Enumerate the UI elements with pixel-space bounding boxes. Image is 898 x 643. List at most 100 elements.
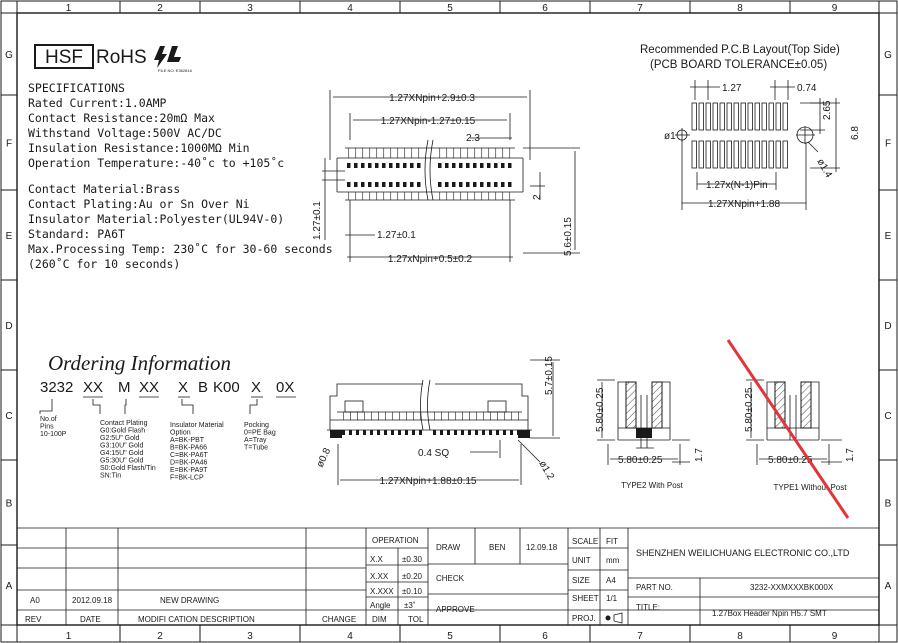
svg-text:2.65: 2.65 bbox=[822, 100, 833, 120]
ordering-leaders bbox=[39, 399, 258, 414]
specs-title: SPECIFICATIONS bbox=[28, 81, 125, 95]
row-label-left: C bbox=[5, 411, 12, 422]
column-label-bottom: 6 bbox=[542, 631, 548, 642]
order-option-text: G2:5U" Gold bbox=[100, 435, 140, 442]
order-option-text: No.of bbox=[40, 416, 57, 423]
order-code-part: X bbox=[178, 379, 188, 396]
compliance-logos: HSF RoHS FILE NO. E362816 bbox=[34, 44, 193, 73]
row-label-right: A bbox=[885, 581, 892, 592]
svg-text:REV: REV bbox=[25, 615, 42, 624]
column-label-bottom: 5 bbox=[447, 631, 453, 642]
svg-text:UNIT: UNIT bbox=[572, 556, 591, 565]
title-block: OPERATION X.X ±0.30 X.XX ±0.20 X.XXX ±0.… bbox=[17, 527, 879, 625]
svg-text:1.27xNpin+0.5±0.2: 1.27xNpin+0.5±0.2 bbox=[388, 254, 473, 265]
svg-text:1.27XNpin-1.27±0.15: 1.27XNpin-1.27±0.15 bbox=[381, 116, 476, 127]
order-option-text: 10-100P bbox=[40, 431, 67, 438]
material-line: Standard: PA6T bbox=[28, 227, 125, 241]
svg-text:1.27XNpin+2.9±0.3: 1.27XNpin+2.9±0.3 bbox=[389, 93, 475, 104]
svg-text:X.XX: X.XX bbox=[370, 572, 389, 581]
order-option-text: E=BK-PA9T bbox=[170, 467, 208, 474]
column-label-bottom: 9 bbox=[832, 631, 838, 642]
row-label-left: E bbox=[6, 231, 13, 242]
order-option-text: D=BK-PA46 bbox=[170, 460, 208, 467]
order-option-text: T=Tube bbox=[244, 445, 268, 452]
row-label-right: G bbox=[884, 50, 892, 61]
svg-text:SHEET: SHEET bbox=[572, 594, 599, 603]
order-option-text: G3:10U" Gold bbox=[100, 443, 143, 450]
svg-text:1.27±0.1: 1.27±0.1 bbox=[312, 201, 323, 240]
order-option-text: B=BK-PA66 bbox=[170, 445, 207, 452]
svg-text:2: 2 bbox=[532, 194, 543, 200]
svg-text:mm: mm bbox=[606, 556, 620, 565]
type2-label: TYPE2 With Post bbox=[621, 481, 684, 490]
column-label-bottom: 8 bbox=[737, 631, 743, 642]
svg-text:1.27x(N-1)Pin: 1.27x(N-1)Pin bbox=[706, 180, 768, 191]
svg-text:TITLE:: TITLE: bbox=[636, 603, 660, 612]
column-label-top: 1 bbox=[66, 3, 72, 14]
svg-text:DIM: DIM bbox=[372, 615, 387, 624]
column-label-top: 8 bbox=[737, 3, 743, 14]
order-option-text: A=BK-PBT bbox=[170, 437, 205, 444]
svg-text:5.80±0.25: 5.80±0.25 bbox=[768, 455, 813, 466]
column-label-top: 5 bbox=[447, 3, 453, 14]
row-label-right: D bbox=[884, 321, 891, 332]
svg-text:1.7: 1.7 bbox=[845, 448, 856, 462]
svg-text:±0.30: ±0.30 bbox=[402, 555, 423, 564]
order-code-part: 3232 bbox=[40, 379, 73, 396]
svg-text:MODIFI CATION DESCRIPTION: MODIFI CATION DESCRIPTION bbox=[138, 615, 255, 624]
pcb-title: Recommended P.C.B Layout(Top Side) bbox=[640, 44, 840, 56]
svg-text:OPERATION: OPERATION bbox=[372, 536, 419, 545]
svg-text:SCALE: SCALE bbox=[572, 537, 598, 546]
ul-logo: FILE NO. E362816 bbox=[154, 46, 193, 73]
svg-text:SIZE: SIZE bbox=[572, 576, 590, 585]
rohs-logo: RoHS bbox=[96, 47, 147, 68]
company-name: SHENZHEN WEILICHUANG ELECTRONIC CO.,LTD bbox=[636, 548, 850, 558]
hsf-logo: HSF bbox=[45, 47, 83, 68]
order-code-part: M bbox=[118, 379, 131, 396]
svg-text:NEW DRAWING: NEW DRAWING bbox=[160, 596, 219, 605]
side-view-type1: 5.80±0.25 5.80±0.25 1.7 TYPE1 Without Po… bbox=[726, 339, 856, 519]
order-code-part: 0X bbox=[276, 379, 294, 396]
column-label-top: 6 bbox=[542, 3, 548, 14]
row-label-left: G bbox=[5, 50, 13, 61]
svg-text:±3˚: ±3˚ bbox=[404, 601, 416, 610]
row-label-right: F bbox=[885, 139, 891, 150]
svg-text:PROJ.: PROJ. bbox=[572, 614, 596, 623]
row-label-right: E bbox=[885, 231, 892, 242]
order-option-text: S0:Gold Flash/Tin bbox=[100, 465, 156, 472]
order-option-text: Pocking bbox=[244, 422, 269, 429]
side-view-type2: 5.80±0.25 5.80±0.25 1.7 TYPE2 With Post bbox=[595, 379, 705, 490]
svg-text:1.27Box Header Npin H5.7 S: 1.27Box Header Npin H5.7 SMT bbox=[712, 609, 827, 618]
row-label-left: D bbox=[5, 321, 12, 332]
svg-text:A0: A0 bbox=[30, 596, 40, 605]
svg-text:5.80±0.25: 5.80±0.25 bbox=[618, 455, 663, 466]
spec-line: Withstand Voltage:500V AC/DC bbox=[28, 126, 222, 140]
svg-text:ø0.8: ø0.8 bbox=[315, 446, 334, 469]
order-code-part: X bbox=[251, 379, 261, 396]
column-label-bottom: 3 bbox=[247, 631, 253, 642]
svg-text:±0.20: ±0.20 bbox=[402, 572, 423, 581]
order-code-part: XX bbox=[139, 379, 159, 396]
svg-text:CHANGE: CHANGE bbox=[322, 615, 356, 624]
pcb-subtitle: (PCB BOARD TOLERANCE±0.05) bbox=[650, 59, 827, 71]
svg-text:5.6±0.15: 5.6±0.15 bbox=[563, 217, 574, 256]
order-option-text: A=Tray bbox=[244, 437, 267, 444]
spec-line: Insulation Resistance:1000MΩ Min bbox=[28, 141, 250, 155]
svg-text:1/1: 1/1 bbox=[606, 594, 618, 603]
svg-text:1.27XNpin+1.88±0.15: 1.27XNpin+1.88±0.15 bbox=[380, 476, 477, 487]
spec-line: Contact Resistance:20mΩ Max bbox=[28, 111, 215, 125]
svg-text:ø1: ø1 bbox=[664, 131, 676, 142]
svg-text:X.X: X.X bbox=[370, 555, 384, 564]
spec-line: Operation Temperature:-40˚c to +105˚c bbox=[28, 155, 284, 170]
svg-text:5.80±0.25: 5.80±0.25 bbox=[595, 387, 606, 432]
svg-text:DATE: DATE bbox=[80, 615, 101, 624]
svg-text:1.27XNpin+1.88: 1.27XNpin+1.88 bbox=[708, 199, 780, 210]
order-option-text: C=BK-PA6T bbox=[170, 452, 209, 459]
svg-text:DRAW: DRAW bbox=[436, 543, 461, 552]
svg-text:1.7: 1.7 bbox=[694, 448, 705, 462]
svg-text:5.7±0.15: 5.7±0.15 bbox=[544, 356, 555, 395]
